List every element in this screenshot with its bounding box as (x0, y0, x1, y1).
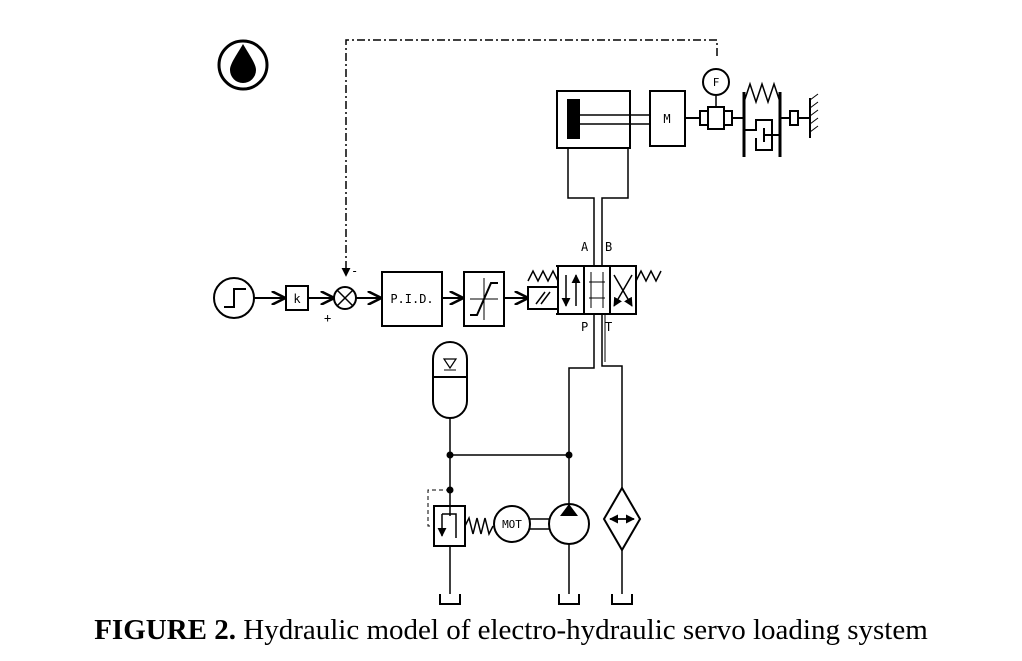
mass-block: M (649, 90, 686, 147)
relief-valve (427, 489, 494, 547)
mass-label: M (663, 112, 670, 126)
port-b-label: B (605, 240, 612, 254)
tank-icon (558, 594, 580, 605)
tank-icon (439, 594, 461, 605)
feedback-line (341, 39, 718, 277)
hydraulic-cylinder (556, 90, 650, 149)
hydraulic-pump (548, 503, 590, 545)
port-a-label: A (581, 240, 589, 254)
hydraulic-schematic: k - + P.I.D. (213, 39, 819, 605)
caption-label: FIGURE 2. (94, 614, 236, 646)
motor-label: MOT (502, 518, 522, 531)
force-sensor: F (685, 68, 744, 130)
step-input-icon (213, 277, 255, 319)
pid-controller-block: P.I.D. (381, 271, 443, 327)
servo-valve: A B P T (527, 240, 662, 334)
gain-label: k (293, 292, 301, 306)
caption-text: Hydraulic model of electro-hydraulic ser… (243, 614, 928, 646)
filter-icon (602, 486, 642, 552)
plus-sign: + (324, 311, 331, 325)
tank-icon (611, 594, 633, 605)
accumulator (432, 341, 468, 419)
port-p-label: P (581, 320, 588, 334)
summing-junction: - + (324, 264, 358, 325)
figure-caption: FIGURE 2. Hydraulic model of electro-hyd… (0, 614, 1022, 647)
gain-block: k (285, 285, 309, 311)
electric-motor: MOT (493, 505, 550, 543)
port-t-label: T (605, 320, 612, 334)
oil-drop-icon (217, 39, 269, 91)
saturation-icon (463, 271, 505, 327)
pid-label: P.I.D. (390, 292, 433, 306)
minus-sign: - (351, 264, 358, 278)
spring-damper-load (742, 81, 819, 157)
force-label: F (713, 76, 720, 89)
